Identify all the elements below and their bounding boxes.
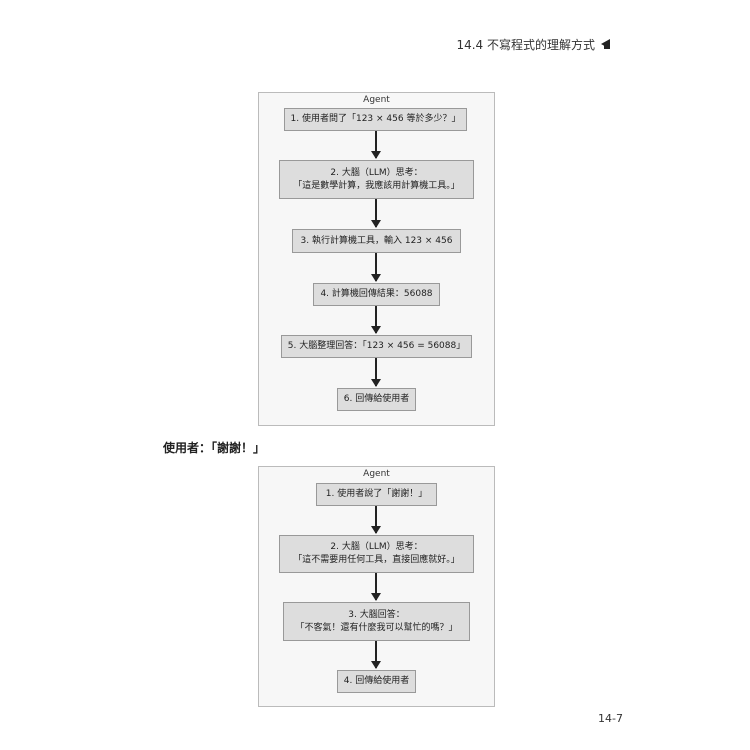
flow-arrow	[371, 573, 381, 601]
flow-arrow	[371, 199, 381, 228]
flow-arrow	[371, 506, 381, 534]
node-text: 4. 計算機回傳結果：56088	[320, 289, 433, 299]
node-text: 2. 大腦（LLM）思考：	[330, 542, 423, 552]
flow-node-3: 3. 執行計算機工具，輸入 123 × 456	[292, 229, 461, 253]
cluster-title: Agent	[363, 95, 390, 105]
cluster-title: Agent	[363, 469, 390, 479]
flow-node-2: 2. 大腦（LLM）思考： 「這是數學計算，我應該用計算機工具。」	[279, 160, 474, 199]
flow-node-1: 1. 使用者問了「123 × 456 等於多少？」	[284, 108, 467, 131]
flow-arrow	[371, 253, 381, 282]
flow-node-3: 3. 大腦回答： 「不客氣！還有什麼我可以幫忙的嗎？」	[283, 602, 470, 641]
left-arrow-icon	[601, 38, 610, 52]
flow-node-4: 4. 回傳給使用者	[337, 670, 416, 693]
page-number: 14-7	[598, 712, 623, 725]
flow-node-4: 4. 計算機回傳結果：56088	[313, 283, 440, 306]
user-message-caption: 使用者：「謝謝！」	[163, 441, 266, 455]
node-text: 2. 大腦（LLM）思考：	[330, 167, 423, 178]
flow-arrow	[371, 641, 381, 669]
flow-node-5: 5. 大腦整理回答：「123 × 456 = 56088」	[281, 335, 472, 358]
node-text: 6. 回傳給使用者	[343, 394, 410, 404]
flow-arrow	[371, 358, 381, 387]
flow-arrow	[371, 306, 381, 334]
node-text: 「這不需要用任何工具，直接回應就好。」	[293, 555, 460, 565]
running-header: 14.4 不寫程式的理解方式	[456, 36, 610, 53]
node-text: 「這是數學計算，我應該用計算機工具。」	[293, 180, 460, 191]
node-text: 4. 回傳給使用者	[343, 676, 410, 686]
flow-arrow	[371, 131, 381, 159]
node-text: 「不客氣！還有什麼我可以幫忙的嗎？」	[295, 622, 458, 633]
node-text: 1. 使用者說了「謝謝！」	[325, 489, 428, 499]
flow-node-2: 2. 大腦（LLM）思考： 「這不需要用任何工具，直接回應就好。」	[279, 535, 474, 573]
section-title: 14.4 不寫程式的理解方式	[456, 38, 595, 52]
node-text: 3. 大腦回答：	[348, 609, 405, 620]
node-text: 5. 大腦整理回答：「123 × 456 = 56088」	[287, 341, 466, 351]
node-text: 1. 使用者問了「123 × 456 等於多少？」	[290, 114, 461, 124]
flow-node-6: 6. 回傳給使用者	[337, 388, 416, 411]
flow-node-1: 1. 使用者說了「謝謝！」	[316, 483, 437, 506]
node-text: 3. 執行計算機工具，輸入 123 × 456	[300, 235, 453, 246]
